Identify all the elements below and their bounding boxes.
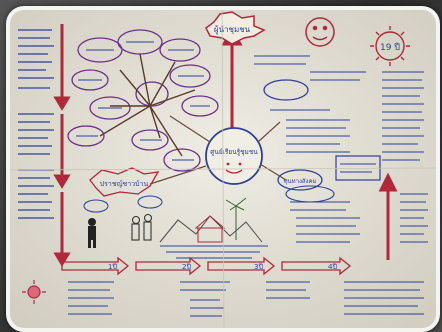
bottom-notes bbox=[68, 281, 424, 317]
sun-icon-bottom-left bbox=[22, 280, 46, 304]
smiley-face-top bbox=[305, 17, 335, 47]
group-figures bbox=[131, 213, 153, 241]
mid-right-notes bbox=[290, 163, 376, 243]
step-label-1: 1ปี bbox=[108, 263, 117, 271]
step-label-4: 4ปี bbox=[328, 263, 337, 271]
mid-right-label: ทุนทางสังคม bbox=[284, 178, 317, 185]
sun-badge bbox=[370, 26, 410, 66]
top-starburst bbox=[205, 11, 266, 45]
step-label-2: 2ปี bbox=[182, 263, 191, 271]
speech-bubble-left bbox=[83, 199, 109, 213]
person-figure-left bbox=[88, 218, 96, 248]
mid-left-starburst bbox=[89, 167, 160, 197]
mind-map-photo: ผู้นำชุมชน 19 ปี bbox=[10, 10, 436, 328]
step-label-3: 3ปี bbox=[254, 263, 263, 271]
right-oval-node bbox=[263, 79, 309, 101]
village-scene bbox=[159, 197, 268, 259]
central-node bbox=[205, 127, 263, 185]
center-connectors bbox=[149, 115, 287, 185]
mid-left-label: ปราชญ์ชาวบ้าน bbox=[100, 180, 149, 188]
central-label: ศูนย์เรียนรู้ชุมชน bbox=[210, 148, 258, 156]
tree-branches bbox=[99, 53, 196, 157]
photo-card: ผู้นำชุมชน 19 ปี bbox=[6, 6, 440, 332]
sun-label: 19 ปี bbox=[380, 42, 400, 53]
mid-right-oval bbox=[277, 169, 323, 191]
bottom-timeline bbox=[61, 256, 352, 276]
left-arrows bbox=[53, 24, 71, 267]
lower-right-oval bbox=[285, 185, 335, 203]
speech-bubble-group bbox=[137, 195, 163, 209]
right-column-notes bbox=[382, 71, 428, 243]
left-column-notes bbox=[18, 29, 54, 219]
canopy-writing bbox=[76, 41, 210, 161]
right-arrow bbox=[378, 172, 398, 260]
upper-right-notes bbox=[254, 55, 366, 153]
paper-folds bbox=[10, 10, 436, 328]
top-label: ผู้นำชุมชน bbox=[214, 25, 251, 35]
